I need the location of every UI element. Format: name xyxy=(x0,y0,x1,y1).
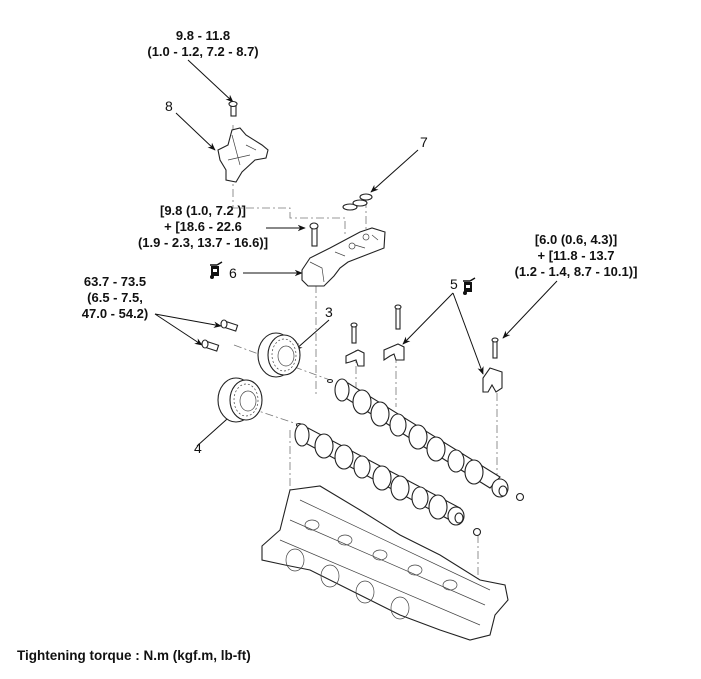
part-number-7: 7 xyxy=(420,134,428,150)
oil-can-icon xyxy=(210,261,223,279)
spec-line: 9.8 - 11.8 xyxy=(176,28,230,43)
part-5-bearing-caps xyxy=(345,304,503,393)
spec-line: 63.7 - 73.5 xyxy=(84,274,146,289)
torque-spec-bolt-5: [6.0 (0.6, 4.3)] + [11.8 - 13.7 (1.2 - 1… xyxy=(515,232,638,279)
torque-spec-bolt-8: 9.8 - 11.8 (1.0 - 1.2, 7.2 - 8.7) xyxy=(147,28,258,59)
camshaft-intake xyxy=(326,378,525,502)
oil-can-icon xyxy=(463,277,476,295)
torque-unit-legend: Tightening torque : N.m (kgf.m, lb-ft) xyxy=(17,648,251,663)
torque-spec-bolt-6: [9.8 (1.0, 7.2 )] + [18.6 - 22.6 (1.9 - … xyxy=(138,203,268,250)
spec-line: (1.2 - 1.4, 8.7 - 10.1)] xyxy=(515,264,638,279)
spec-line: + [11.8 - 13.7 xyxy=(538,248,615,263)
cylinder-head xyxy=(261,485,509,641)
spec-line: [9.8 (1.0, 7.2 )] xyxy=(160,203,246,218)
part-6-front-cap xyxy=(301,222,386,287)
part-number-5: 5 xyxy=(450,276,458,292)
torque-spec-sprocket-bolt: 63.7 - 73.5 (6.5 - 7.5, 47.0 - 54.2) xyxy=(82,274,149,321)
part-7-oring xyxy=(342,193,373,211)
spec-line: (1.0 - 1.2, 7.2 - 8.7) xyxy=(147,44,258,59)
spec-line: + [18.6 - 22.6 xyxy=(164,219,242,234)
spec-line: (1.9 - 2.3, 13.7 - 16.6)] xyxy=(138,235,268,250)
part-number-8: 8 xyxy=(165,98,173,114)
spec-line: (6.5 - 7.5, xyxy=(87,290,143,305)
part-number-3: 3 xyxy=(325,304,333,320)
part-8-bracket xyxy=(217,100,269,183)
part-number-4: 4 xyxy=(194,440,202,456)
sprocket-bolt-upper xyxy=(220,319,239,332)
spec-line: [6.0 (0.6, 4.3)] xyxy=(535,232,617,247)
camshaft-exhaust xyxy=(294,422,482,537)
part-3-cvvt-sprocket xyxy=(257,332,301,378)
spec-line: 47.0 - 54.2) xyxy=(82,306,149,321)
leader-lines xyxy=(154,59,558,447)
sprocket-bolt-lower xyxy=(201,339,220,352)
part-number-6: 6 xyxy=(229,265,237,281)
part-4-cvvt-sprocket xyxy=(217,377,263,423)
